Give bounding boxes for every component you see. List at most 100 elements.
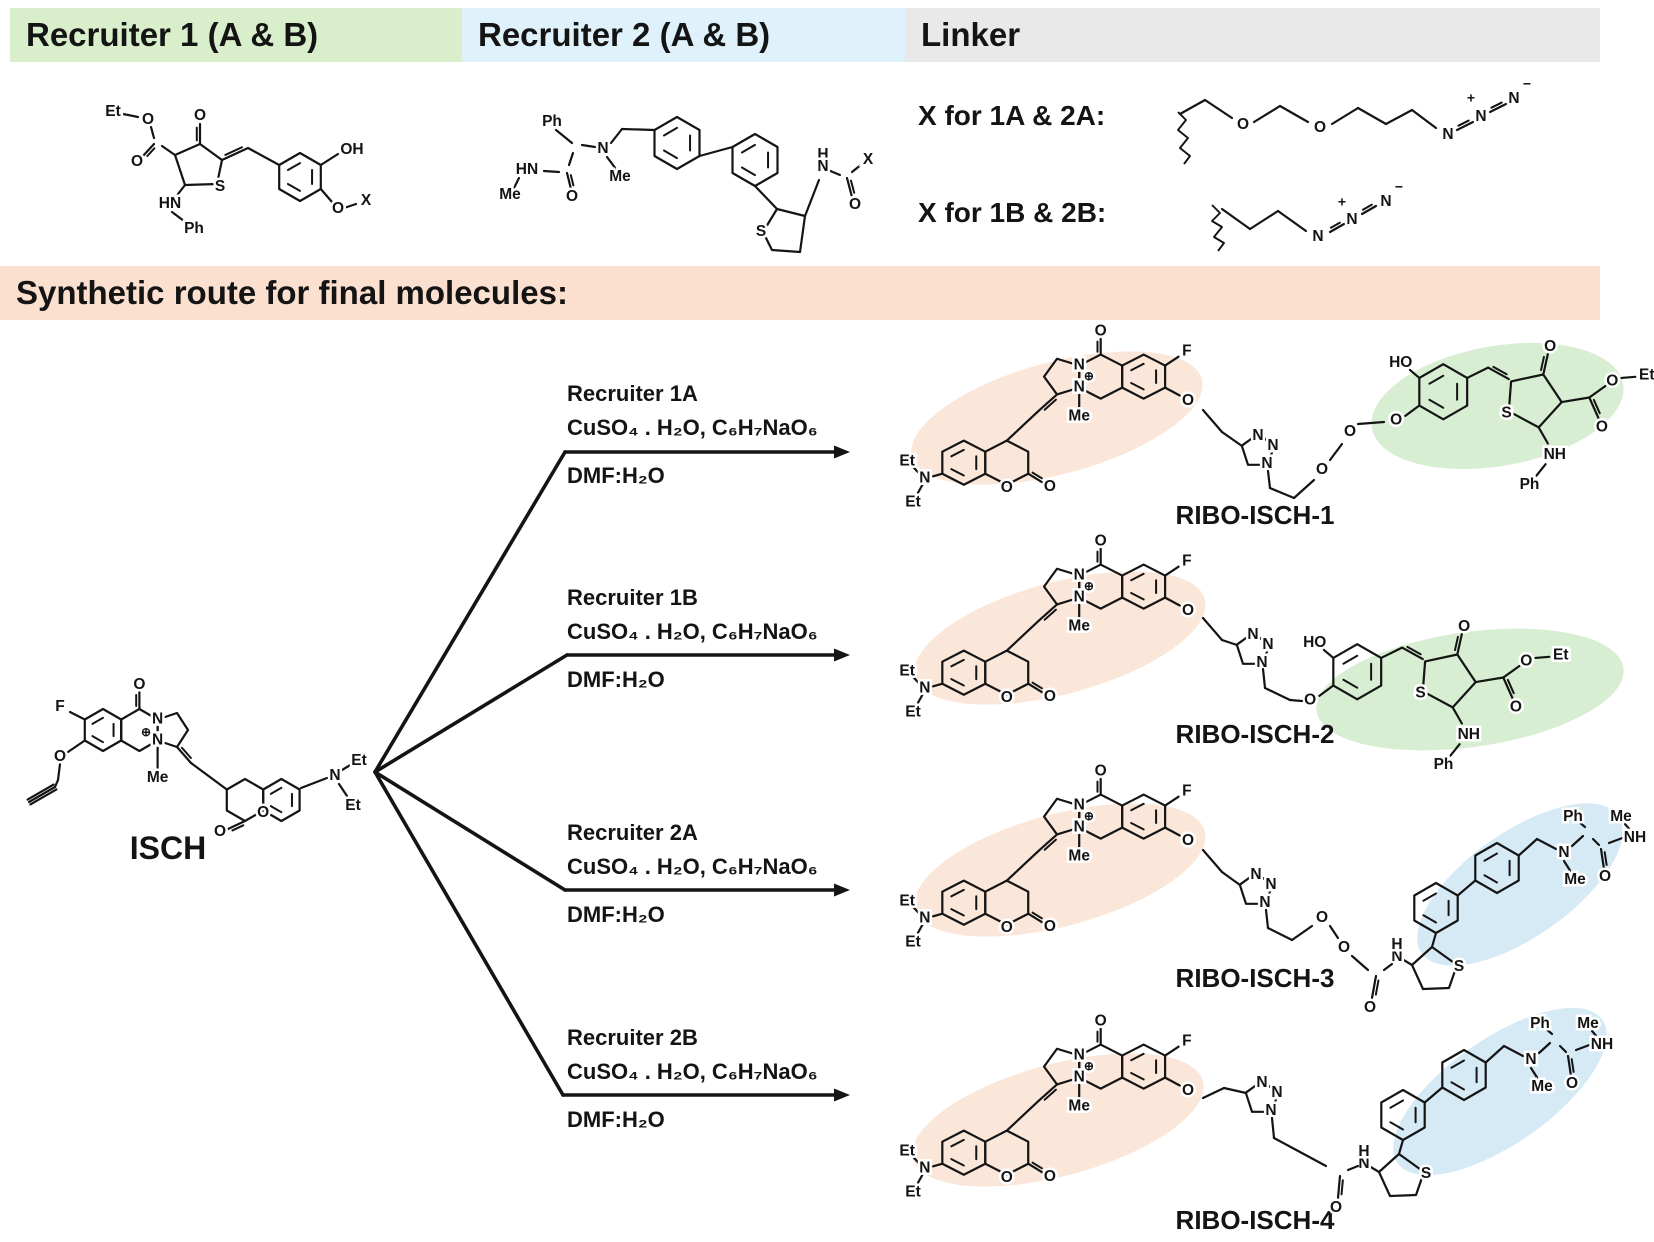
svg-text:N: N [1074, 797, 1085, 814]
svg-text:N: N [1247, 626, 1258, 643]
svg-text:N: N [919, 680, 930, 697]
svg-text:O: O [1364, 999, 1376, 1016]
svg-text:⊕: ⊕ [1084, 369, 1094, 383]
linker-x-1a-2a-label: X for 1A & 2A: [918, 100, 1106, 131]
svg-text:O: O [1344, 423, 1356, 440]
recruiter1-banner: Recruiter 1 (A & B) [10, 8, 462, 62]
svg-text:O: O [1001, 919, 1013, 936]
svg-text:Ph: Ph [542, 113, 562, 130]
svg-text:⊕: ⊕ [1084, 579, 1094, 593]
svg-text:Et: Et [899, 1143, 915, 1160]
recruiter1-banner-title: Recruiter 1 (A & B) [26, 16, 319, 53]
svg-text:N: N [1261, 455, 1272, 472]
step3-solvent-label: DMF:H₂O [567, 902, 665, 927]
svg-text:HO: HO [1389, 354, 1412, 371]
svg-text:N: N [817, 158, 828, 175]
svg-text:O: O [1314, 119, 1326, 136]
svg-text:O: O [1182, 392, 1194, 409]
svg-text:S: S [1415, 685, 1425, 702]
svg-text:O: O [1095, 323, 1107, 340]
svg-text:N: N [1074, 589, 1085, 606]
svg-text:N: N [1265, 1102, 1276, 1119]
isch-name: ISCH [129, 830, 207, 866]
svg-text:O: O [1044, 478, 1056, 495]
svg-text:F: F [1182, 782, 1191, 799]
svg-text:NH: NH [1591, 1036, 1613, 1053]
step1-reagents-label: CuSO₄ . H₂O, C₆H₇NaO₆ [567, 415, 818, 440]
svg-text:O: O [142, 111, 154, 128]
svg-text:O: O [1544, 338, 1556, 355]
svg-text:N: N [1252, 427, 1263, 444]
svg-text:O: O [1095, 1013, 1107, 1030]
recruiter2-banner-title: Recruiter 2 (A & B) [478, 16, 771, 53]
svg-text:O: O [1182, 832, 1194, 849]
svg-text:+: + [1467, 90, 1475, 106]
svg-text:N: N [152, 732, 163, 749]
svg-text:N: N [1508, 90, 1519, 107]
svg-text:N: N [1312, 228, 1323, 245]
svg-text:N: N [1074, 1047, 1085, 1064]
svg-text:OH: OH [340, 141, 363, 158]
svg-text:O: O [849, 196, 861, 213]
synthetic-route-banner-title: Synthetic route for final molecules: [16, 274, 568, 311]
svg-text:O: O [194, 107, 206, 124]
svg-text:Et: Et [905, 704, 921, 721]
svg-text:HO: HO [1303, 634, 1326, 651]
svg-text:N: N [597, 140, 608, 157]
svg-text:Me: Me [1564, 871, 1586, 888]
svg-text:O: O [1606, 372, 1618, 389]
step3-reagents-label: CuSO₄ . H₂O, C₆H₇NaO₆ [567, 854, 818, 879]
svg-text:N: N [329, 767, 340, 784]
svg-text:HN: HN [159, 195, 181, 212]
svg-text:O: O [1599, 868, 1611, 885]
svg-text:N: N [1259, 894, 1270, 911]
svg-text:O: O [1095, 533, 1107, 550]
svg-text:Ph: Ph [1520, 476, 1540, 493]
linker-banner-title: Linker [921, 16, 1021, 53]
svg-text:N: N [152, 711, 163, 728]
svg-text:Ph: Ph [1530, 1015, 1550, 1032]
svg-text:N: N [919, 470, 930, 487]
svg-text:N: N [1074, 1069, 1085, 1086]
svg-text:NH: NH [1458, 726, 1480, 743]
svg-text:NH: NH [1624, 829, 1646, 846]
svg-text:Me: Me [147, 769, 169, 786]
svg-text:N: N [1475, 108, 1486, 125]
svg-text:Me: Me [1531, 1078, 1553, 1095]
svg-text:O: O [1044, 1168, 1056, 1185]
svg-text:O: O [1596, 418, 1608, 435]
svg-text:O: O [1390, 412, 1402, 429]
svg-text:Et: Et [1639, 367, 1654, 384]
linker-banner: Linker [905, 8, 1600, 62]
step4-solvent-label: DMF:H₂O [567, 1107, 665, 1132]
svg-text:Me: Me [1068, 848, 1090, 865]
step1-solvent-label: DMF:H₂O [567, 463, 665, 488]
svg-text:O: O [131, 153, 143, 170]
svg-text:Me: Me [1610, 808, 1632, 825]
svg-text:Et: Et [105, 103, 121, 120]
svg-text:O: O [1520, 652, 1532, 669]
svg-text:O: O [1001, 1169, 1013, 1186]
product1-name: RIBO-ISCH-1 [1175, 500, 1335, 530]
svg-text:⊕: ⊕ [1084, 809, 1094, 823]
linker-b-structure: NNN+− [1211, 176, 1406, 252]
svg-text:S: S [1454, 958, 1464, 975]
svg-text:F: F [1182, 552, 1191, 569]
svg-text:Et: Et [345, 797, 361, 814]
svg-text:O: O [214, 823, 226, 840]
svg-text:N: N [1256, 654, 1267, 671]
svg-text:⊕: ⊕ [141, 725, 151, 739]
svg-text:+: + [1338, 194, 1346, 210]
svg-text:O: O [1001, 479, 1013, 496]
recruiter2-banner: Recruiter 2 (A & B) [462, 8, 905, 62]
svg-text:O: O [1316, 461, 1328, 478]
svg-text:S: S [1501, 405, 1511, 422]
svg-text:Et: Et [899, 663, 915, 680]
svg-text:Et: Et [905, 494, 921, 511]
svg-text:O: O [1182, 1082, 1194, 1099]
